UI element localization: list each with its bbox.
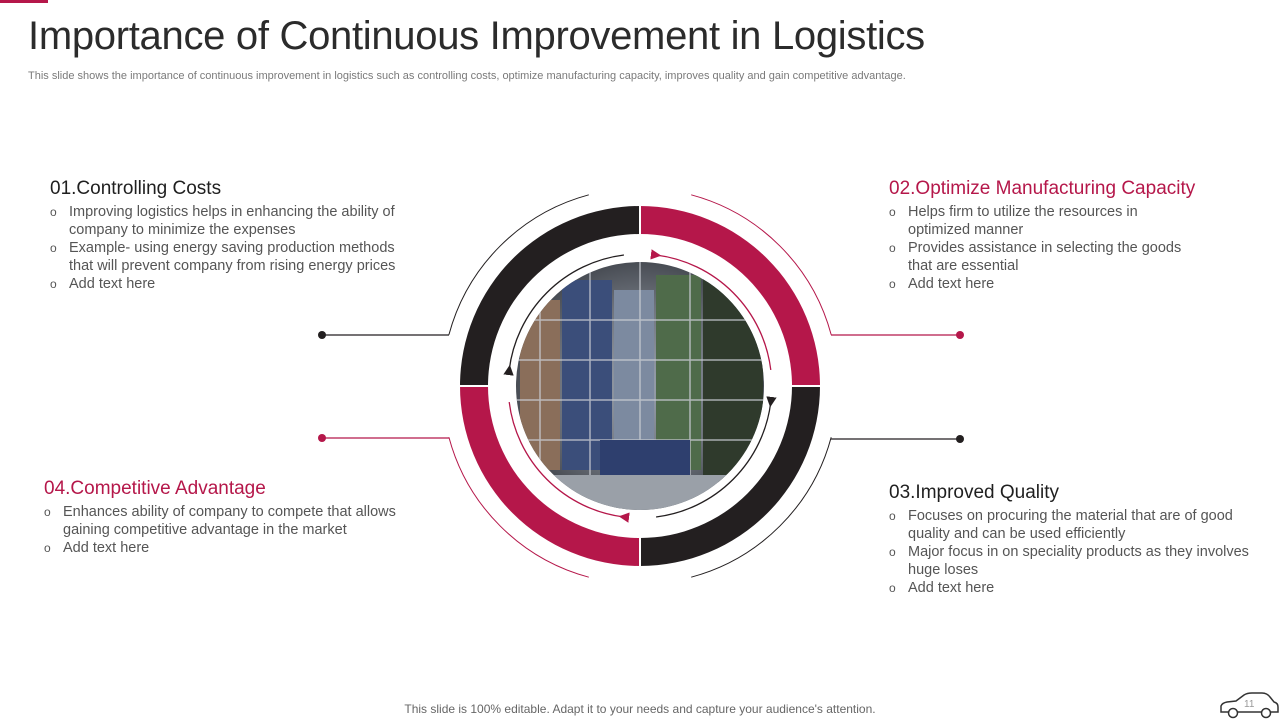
section-heading: 01.Controlling Costs xyxy=(50,178,222,199)
bullet-item: Provides assistance in selecting the goo… xyxy=(889,239,1208,275)
connector-dot-improved-quality xyxy=(956,435,964,443)
section-improved-quality: 03.Improved Quality Focuses on procuring… xyxy=(889,482,1259,597)
bullet-item: Example- using energy saving production … xyxy=(50,239,410,275)
page-number: 11 xyxy=(1244,699,1255,710)
bullet-item: Add text here xyxy=(889,275,1249,293)
bullet-item: Helps firm to utilize the resources in o… xyxy=(889,203,1168,239)
connector-dot-manufacturing-capacity xyxy=(956,331,964,339)
outer-arc-top-left xyxy=(448,194,589,335)
section-heading: 04.Competitive Advantage xyxy=(44,478,266,499)
section-heading: 02.Optimize Manufacturing Capacity xyxy=(889,178,1196,199)
inner-arrow-bottom-right xyxy=(656,396,777,518)
bullet-list: Helps firm to utilize the resources in o… xyxy=(889,203,1249,293)
slide-title: Importance of Continuous Improvement in … xyxy=(28,14,925,58)
inner-arrow-bottom-left xyxy=(508,402,630,523)
car-icon xyxy=(1220,692,1279,719)
inner-arrow-top-left xyxy=(503,254,624,376)
outer-arc-bottom-left xyxy=(448,437,589,578)
section-heading: 03.Improved Quality xyxy=(889,482,1060,503)
slide-subtitle: This slide shows the importance of conti… xyxy=(28,70,906,82)
outer-arc-bottom-right xyxy=(691,437,832,578)
ring-segment-competitive-advantage xyxy=(460,386,640,566)
footer-note: This slide is 100% editable. Adapt it to… xyxy=(404,702,876,716)
connector-dot-competitive-advantage xyxy=(318,434,326,442)
section-controlling-costs: 01.Controlling Costs Improving logistics… xyxy=(50,178,410,293)
top-accent-bar xyxy=(0,0,48,3)
bullet-item: Enhances ability of company to compete t… xyxy=(44,503,409,539)
inner-arrow-top-right xyxy=(650,249,772,370)
ring-segment-controlling-costs xyxy=(460,206,640,386)
section-manufacturing-capacity: 02.Optimize Manufacturing Capacity Helps… xyxy=(889,178,1249,293)
bullet-list: Focuses on procuring the material that a… xyxy=(889,507,1259,597)
bullet-item: Add text here xyxy=(44,539,409,557)
bullet-item: Add text here xyxy=(50,275,410,293)
ring-segment-manufacturing-capacity xyxy=(640,206,820,386)
ring-segment-improved-quality xyxy=(640,386,820,566)
bullet-list: Enhances ability of company to compete t… xyxy=(44,503,409,557)
connector-dot-controlling-costs xyxy=(318,331,326,339)
outer-arc-top-right xyxy=(691,194,832,335)
bullet-item: Focuses on procuring the material that a… xyxy=(889,507,1259,543)
section-competitive-advantage: 04.Competitive Advantage Enhances abilit… xyxy=(44,478,409,557)
bullet-list: Improving logistics helps in enhancing t… xyxy=(50,203,410,293)
bullet-item: Improving logistics helps in enhancing t… xyxy=(50,203,410,239)
bullet-item: Major focus in on speciality products as… xyxy=(889,543,1259,579)
bullet-item: Add text here xyxy=(889,579,1259,597)
warehouse-photo xyxy=(516,262,764,510)
